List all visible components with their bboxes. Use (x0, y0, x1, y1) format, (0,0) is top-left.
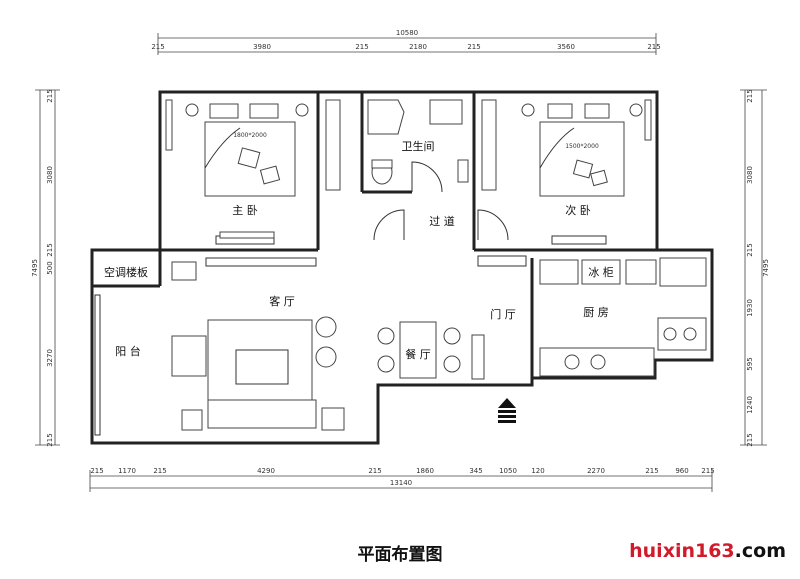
bottom-seg-dim: 215 (368, 467, 381, 475)
bottom-seg-dim: 215 (645, 467, 658, 475)
top-total-dim: 10580 (396, 29, 418, 37)
master-door (373, 209, 405, 241)
left-total-dim: 7495 (31, 259, 39, 277)
bottom-seg-dim: 2270 (587, 467, 605, 475)
left-seg-dim: 215 (46, 243, 54, 256)
master-wardrobe (165, 99, 341, 191)
master-bed-size: 1800*2000 (233, 132, 267, 139)
right-seg-dim: 215 (746, 89, 754, 102)
label-living-room: 客 厅 (269, 294, 295, 308)
label-corridor: 过 道 (429, 214, 455, 228)
second-bed-size: 1500*2000 (565, 143, 599, 150)
watermark-main: huixin163 (629, 540, 735, 562)
left-seg-dim: 3080 (46, 166, 54, 184)
master-desk (219, 231, 275, 239)
bottom-seg-dim: 215 (701, 467, 714, 475)
left-seg-dim: 3270 (46, 349, 54, 367)
right-seg-dim: 1930 (746, 299, 754, 317)
dining-set (377, 321, 485, 380)
right-seg-dim: 215 (746, 243, 754, 256)
left-seg-dim: 215 (46, 89, 54, 102)
second-bed: 1500*2000 (521, 103, 643, 197)
label-dining: 餐 厅 (405, 347, 431, 361)
top-seg-dim: 215 (467, 43, 480, 51)
label-bathroom: 卫生间 (402, 139, 435, 153)
bottom-seg-dim: 1860 (416, 467, 434, 475)
right-dimensions: 7495 215 3080 215 1930 595 1240 215 (740, 89, 770, 447)
left-dimensions: 7495 215 3080 215 500 3270 215 (31, 89, 60, 447)
right-seg-dim: 215 (746, 433, 754, 446)
right-seg-dim: 1240 (746, 396, 754, 414)
label-ac-board: 空调楼板 (104, 265, 148, 279)
bottom-seg-dim: 960 (675, 467, 688, 475)
master-bed: 1800*2000 (185, 103, 309, 197)
bottom-total-dim: 13140 (390, 479, 412, 487)
top-dimensions: 10580 215 3980 215 2180 215 3560 215 (151, 29, 661, 55)
right-seg-dim: 595 (746, 357, 754, 370)
right-total-dim: 7495 (762, 259, 770, 277)
bottom-seg-dim: 215 (90, 467, 103, 475)
bottom-seg-dim: 215 (153, 467, 166, 475)
label-fridge: 冰 柜 (588, 266, 614, 279)
watermark: huixin163.com (629, 540, 786, 562)
left-seg-dim: 500 (46, 261, 54, 274)
bottom-seg-dim: 4290 (257, 467, 275, 475)
label-kitchen: 厨 房 (583, 306, 609, 319)
top-seg-dim: 3980 (253, 43, 271, 51)
label-second-bedroom: 次 卧 (565, 203, 591, 217)
label-entrance: 门 厅 (490, 307, 516, 321)
kitchen-fixtures (539, 257, 707, 377)
top-seg-dim: 215 (151, 43, 164, 51)
bottom-dimensions: 13140 215 1170 215 4290 215 1860 345 105… (89, 467, 715, 492)
plan-caption: 平面布置图 (357, 545, 443, 565)
bathroom-fixtures (367, 99, 469, 185)
top-seg-dim: 2180 (409, 43, 427, 51)
top-seg-dim: 215 (647, 43, 660, 51)
left-seg-dim: 215 (46, 433, 54, 446)
label-balcony: 阳 台 (115, 344, 141, 358)
bottom-seg-dim: 345 (469, 467, 482, 475)
right-seg-dim: 3080 (746, 166, 754, 184)
top-seg-dim: 3560 (557, 43, 575, 51)
bath-door (411, 161, 443, 193)
second-side-cabinet (644, 99, 652, 141)
bottom-seg-dim: 1170 (118, 467, 136, 475)
living-furniture (171, 261, 345, 431)
second-wardrobe (481, 99, 497, 191)
floor-plan: 10580 215 3980 215 2180 215 3560 215 131… (31, 29, 770, 492)
label-master-bedroom: 主 卧 (232, 204, 258, 217)
watermark-suffix: .com (734, 540, 786, 562)
bottom-seg-dim: 120 (531, 467, 544, 475)
top-seg-dim: 215 (355, 43, 368, 51)
entrance-arrow-icon (498, 398, 516, 423)
second-door (477, 209, 509, 241)
bottom-seg-dim: 1050 (499, 467, 517, 475)
